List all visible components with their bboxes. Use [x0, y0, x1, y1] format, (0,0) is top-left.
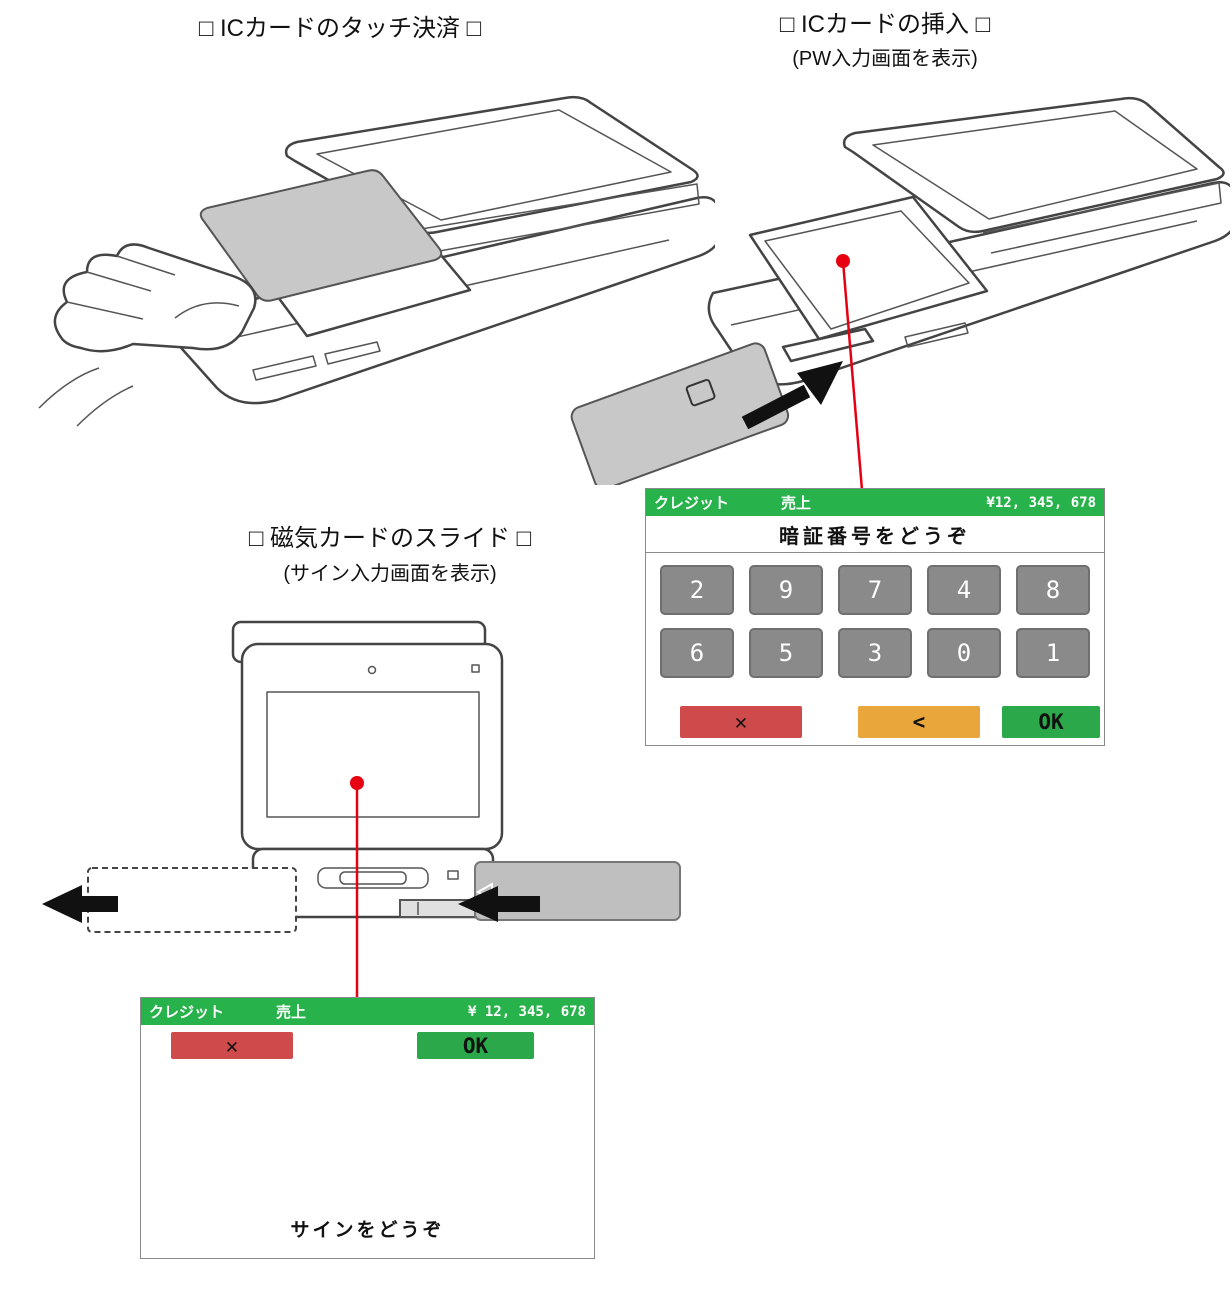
amount-label: ¥ 12, 345, 678	[467, 1003, 586, 1020]
ic-card	[199, 169, 443, 302]
keypad-key[interactable]: 4	[927, 565, 1001, 615]
terminal-display	[240, 642, 504, 851]
sign-screen-header: クレジット 売上 ¥ 12, 345, 678	[141, 998, 594, 1025]
keypad-key[interactable]: 7	[838, 565, 912, 615]
insert-terminal-drawing	[570, 96, 1232, 490]
ok-button[interactable]: OK	[1002, 706, 1100, 738]
swipe-out-arrow-icon	[42, 885, 118, 923]
keypad-key[interactable]: 8	[1016, 565, 1090, 615]
pin-action-row: ✕ < OK	[646, 706, 1104, 738]
insert-section-subtitle: (PW入力画面を表示)	[792, 48, 978, 70]
pin-keypad: 2 9 7 4 8 6 5 3 0 1	[646, 553, 1104, 678]
touch-section-title: □ ICカードのタッチ決済 □	[198, 15, 482, 42]
signature-screen: クレジット 売上 ¥ 12, 345, 678 ✕ OK サインをどうぞ	[140, 997, 595, 1259]
pin-screen-header: クレジット 売上 ¥12, 345, 678	[646, 489, 1104, 516]
pin-prompt: 暗証番号をどうぞ	[646, 516, 1104, 553]
backspace-button[interactable]: <	[858, 706, 980, 738]
keypad-key[interactable]: 2	[660, 565, 734, 615]
payment-type-label: クレジット	[149, 1004, 225, 1021]
terminal-base	[251, 847, 495, 919]
insert-arrow-icon	[741, 361, 843, 430]
swipe-terminal-illustration	[20, 612, 700, 957]
ok-button[interactable]: OK	[417, 1032, 534, 1059]
transaction-type-label: 売上	[781, 495, 812, 512]
payment-type-label: クレジット	[654, 495, 730, 512]
cancel-button[interactable]: ✕	[171, 1032, 293, 1059]
touch-terminal-drawing	[38, 95, 723, 427]
amount-label: ¥12, 345, 678	[986, 494, 1096, 511]
touch-terminal-illustration	[25, 78, 723, 448]
swipe-in-arrow-icon	[458, 886, 540, 922]
pin-entry-screen: クレジット 売上 ¥12, 345, 678 暗証番号をどうぞ 2 9 7 4 …	[645, 488, 1105, 746]
signature-area[interactable]	[145, 1064, 590, 1208]
merchant-display	[842, 96, 1225, 254]
insert-terminal-illustration	[545, 85, 1232, 490]
keypad-key[interactable]: 3	[838, 628, 912, 678]
keypad-key[interactable]: 1	[1016, 628, 1090, 678]
keypad-row-1: 2 9 7 4 8	[660, 565, 1090, 615]
swipe-terminal-drawing	[42, 620, 681, 933]
signature-prompt: サインをどうぞ	[290, 1219, 445, 1241]
customer-display	[748, 195, 989, 341]
ic-card	[570, 342, 790, 490]
keypad-key[interactable]: 9	[749, 565, 823, 615]
keypad-key[interactable]: 0	[927, 628, 1001, 678]
keypad-key[interactable]: 5	[749, 628, 823, 678]
keypad-row-2: 6 5 3 0 1	[660, 628, 1090, 678]
insert-section-title: □ ICカードの挿入 □	[779, 11, 991, 38]
keypad-key[interactable]: 6	[660, 628, 734, 678]
swipe-section-subtitle: (サイン入力画面を表示)	[283, 563, 497, 585]
hand	[38, 243, 257, 427]
cancel-button[interactable]: ✕	[680, 706, 802, 738]
swipe-section-title: □ 磁気カードのスライド □	[248, 525, 532, 552]
transaction-type-label: 売上	[276, 1004, 307, 1021]
card-exit-outline	[87, 867, 297, 933]
